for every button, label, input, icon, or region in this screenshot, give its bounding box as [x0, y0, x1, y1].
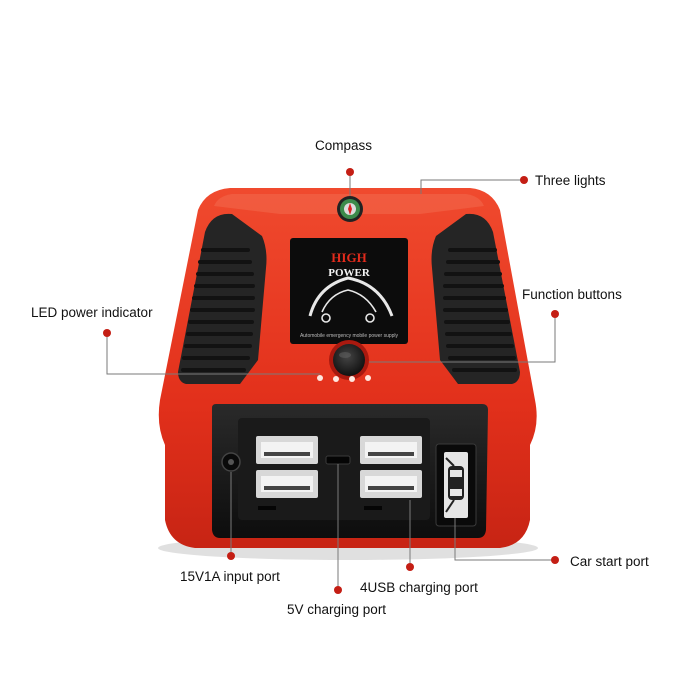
led-power-indicator — [317, 375, 371, 382]
brand-label: HIGH POWER Automobile emergency mobile p… — [290, 238, 408, 344]
label-function-buttons: Function buttons — [522, 287, 622, 302]
label-led-indicator: LED power indicator — [31, 305, 153, 320]
label-input-port: 15V1A input port — [180, 569, 280, 584]
usb-port-3 — [360, 436, 422, 464]
usb-port-2 — [256, 470, 318, 498]
function-button[interactable] — [329, 340, 369, 380]
label-three-lights: Three lights — [535, 173, 606, 188]
label-car-start: Car start port — [570, 554, 649, 569]
micro-usb-port-icon — [325, 455, 351, 465]
brand-line1: HIGH — [331, 250, 366, 265]
car-start-port — [435, 443, 477, 527]
label-compass: Compass — [315, 138, 373, 153]
usb-port-4 — [360, 470, 422, 498]
usb-port-1 — [256, 436, 318, 464]
input-port-icon — [221, 452, 241, 472]
compass-icon — [337, 196, 363, 222]
label-usb-charging: 4USB charging port — [360, 580, 478, 595]
brand-line2: POWER — [328, 267, 371, 279]
car-icon — [445, 457, 464, 513]
leader-lines — [106, 172, 556, 590]
usb-ports — [256, 436, 422, 498]
jump-starter-device: HIGH POWER Automobile emergency mobile p… — [158, 188, 538, 560]
label-5v-charging: 5V charging port — [287, 602, 387, 617]
brand-tagline: Automobile emergency mobile power supply — [300, 333, 399, 339]
leader-dots — [103, 168, 559, 594]
